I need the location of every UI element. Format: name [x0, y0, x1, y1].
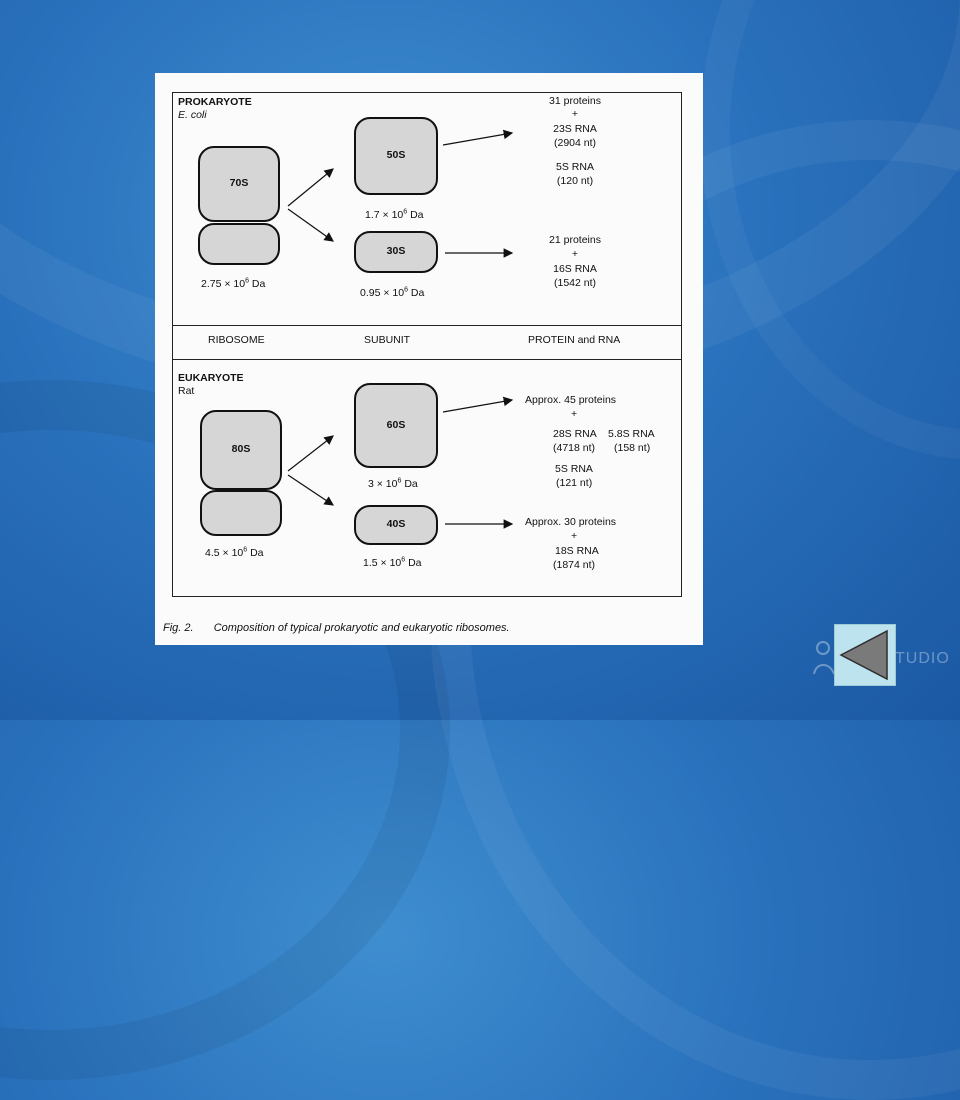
prok-small-component: 16S RNA: [553, 263, 597, 275]
subunit-50s-label: 50S: [386, 149, 406, 161]
prok-large-component: (2904 nt): [553, 137, 597, 149]
prok-large-component: +: [571, 108, 579, 120]
subunit-60s-label: 60S: [386, 418, 406, 431]
prok-small-component: (1542 nt): [553, 277, 597, 289]
eukaryote-organism: Rat: [178, 385, 195, 397]
prok-large-component: 5S RNA: [556, 161, 594, 173]
ribosome-70s-large-part: 70S: [198, 146, 280, 222]
euk-28s-nt: (4718 nt): [553, 442, 596, 454]
prok-large-component: 23S RNA: [553, 123, 597, 135]
euk-large-proteins: Approx. 45 proteins: [525, 394, 617, 406]
figure-number: Fig. 2.: [163, 622, 194, 634]
figure-caption: Fig. 2. Composition of typical prokaryot…: [163, 622, 510, 634]
prokaryote-organism: E. coli: [178, 109, 207, 121]
ribosome-70s-mass: 2.75 × 106 Da: [201, 277, 266, 291]
ribosome-70s-label: 70S: [229, 177, 249, 189]
prokaryote-title: PROKARYOTE: [178, 96, 252, 108]
ribosome-80s-small-part: [200, 490, 282, 536]
subunit-30s: 30S: [354, 231, 438, 273]
subunit-30s-label: 30S: [386, 245, 406, 257]
euk-small-component: +: [571, 530, 578, 542]
header-ribosome: RIBOSOME: [208, 334, 265, 346]
figure-frame: [172, 92, 682, 597]
studio-watermark-text: TUDIO: [895, 650, 950, 667]
euk-58s-nt: (158 nt): [614, 442, 651, 454]
ribosome-80s-mass: 4.5 × 106 Da: [205, 546, 264, 560]
subunit-60s-mass: 3 × 106 Da: [368, 477, 418, 491]
subunit-40s-label: 40S: [386, 518, 406, 530]
subunit-40s-mass: 1.5 × 106 Da: [363, 556, 422, 570]
prok-small-component: +: [571, 248, 579, 260]
figure-image: PROKARYOTE E. coli 70S 2.75 × 106 Da 50S…: [155, 73, 703, 645]
euk-5s-rna: 5S RNA: [555, 463, 593, 475]
subunit-60s: 60S: [354, 383, 438, 468]
subunit-50s: 50S: [354, 117, 438, 195]
triangle-left-icon: [839, 629, 888, 681]
euk-large-plus: +: [571, 408, 578, 420]
subunit-40s: 40S: [354, 505, 438, 545]
euk-58s-rna: 5.8S RNA: [608, 428, 655, 440]
ribosome-80s-large-part: 80S: [200, 410, 282, 490]
ribosome-70s-small-part: [198, 223, 280, 265]
back-button[interactable]: [834, 624, 896, 686]
header-protein-rna: PROTEIN and RNA: [528, 334, 621, 346]
subunit-50s-mass: 1.7 × 106 Da: [365, 208, 424, 222]
ribosome-80s-label: 80S: [231, 443, 251, 455]
subunit-30s-mass: 0.95 × 106 Da: [360, 286, 425, 300]
prok-large-component: 31 proteins: [549, 95, 601, 107]
header-subunit: SUBUNIT: [364, 334, 411, 346]
studio-logo-icon: [813, 641, 835, 675]
divider-top: [173, 325, 681, 326]
euk-small-component: Approx. 30 proteins: [525, 516, 617, 528]
euk-5s-nt: (121 nt): [556, 477, 593, 489]
eukaryote-title: EUKARYOTE: [178, 372, 244, 384]
euk-28s-rna: 28S RNA: [553, 428, 597, 440]
euk-small-component: (1874 nt): [553, 559, 596, 571]
prok-large-component: (120 nt): [556, 175, 594, 187]
divider-bottom: [173, 359, 681, 360]
euk-small-component: 18S RNA: [555, 545, 599, 557]
figure-caption-text: Composition of typical prokaryotic and e…: [213, 622, 510, 634]
prok-small-component: 21 proteins: [549, 234, 601, 246]
